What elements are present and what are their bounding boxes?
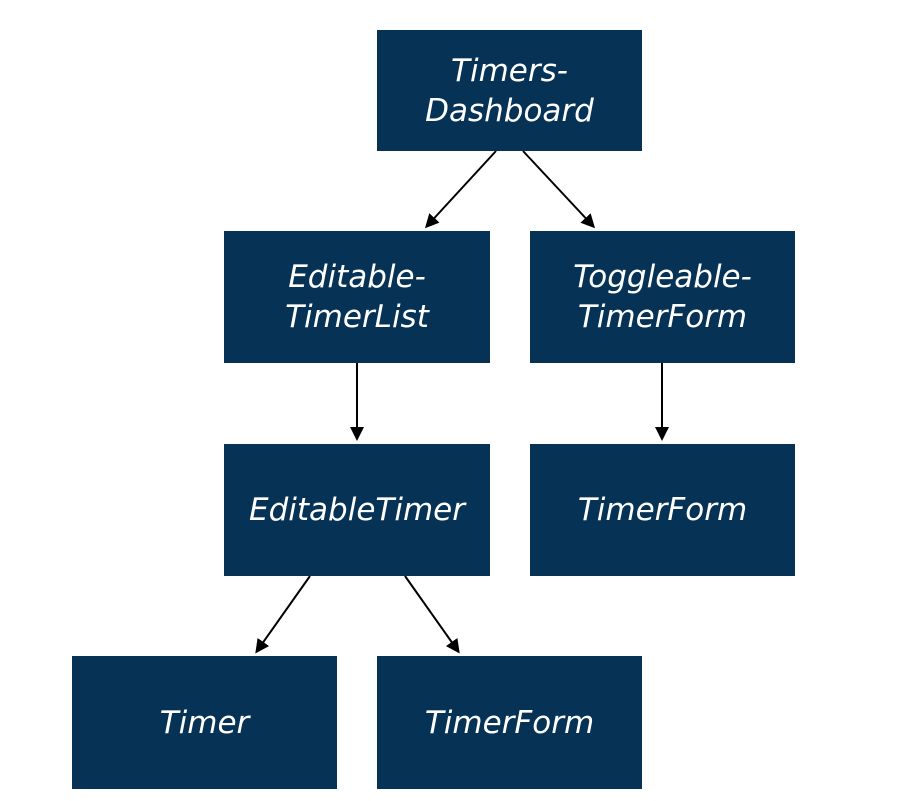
node-label-timers-dashboard: Timers- Dashboard [425,52,594,129]
node-timer-form-bottom: TimerForm [377,656,642,789]
node-timer-form-right: TimerForm [530,444,795,576]
node-timer: Timer [72,656,337,789]
node-label-timer-form-right: TimerForm [577,492,748,528]
node-label-timer: Timer [159,704,250,741]
node-editable-timer: EditableTimer [224,444,490,576]
node-editable-timer-list: Editable- TimerList [224,231,490,363]
edge-dashboard-to-editable-timerlist [424,150,497,229]
node-label-editable-timer: EditableTimer [249,492,465,528]
node-label-timer-form-bottom: TimerForm [424,704,595,741]
edge-dashboard-to-toggleable-timerform [522,150,596,229]
edge-editabletimer-to-timerform [404,575,460,654]
node-label-editable-timer-list: Editable- TimerList [285,259,429,335]
node-timers-dashboard: Timers- Dashboard [377,30,642,151]
node-label-toggleable-timer-form: Toggleable- TimerForm [573,259,752,335]
node-toggleable-timer-form: Toggleable- TimerForm [530,231,795,363]
edge-editabletimer-to-timer [255,575,311,654]
